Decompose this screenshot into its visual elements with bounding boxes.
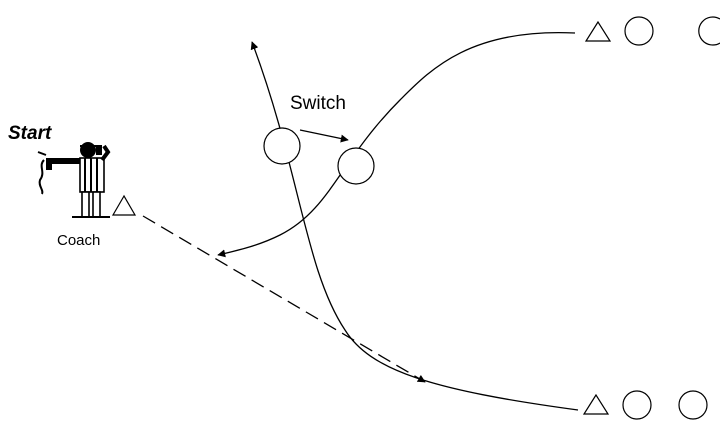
switch-player-right-icon [337,147,375,185]
switch-arrow [299,129,349,143]
coach-label: Coach [57,232,100,249]
top-player-2-icon [698,16,720,46]
bottom-right-group [582,390,708,420]
bottom-player-2-icon [678,390,708,420]
start-label: Start [8,123,52,144]
pass-dashed-line [142,215,426,383]
coach-icon [37,142,111,218]
top-cone-icon [584,20,612,42]
coach-cone-icon [111,194,137,216]
top-right-group [584,16,720,46]
switch-player-left-icon [263,127,301,165]
bottom-player-1-icon [622,390,652,420]
bottom-cone-icon [582,393,610,415]
top-player-1-icon [624,16,654,46]
switch-label: Switch [290,93,346,114]
